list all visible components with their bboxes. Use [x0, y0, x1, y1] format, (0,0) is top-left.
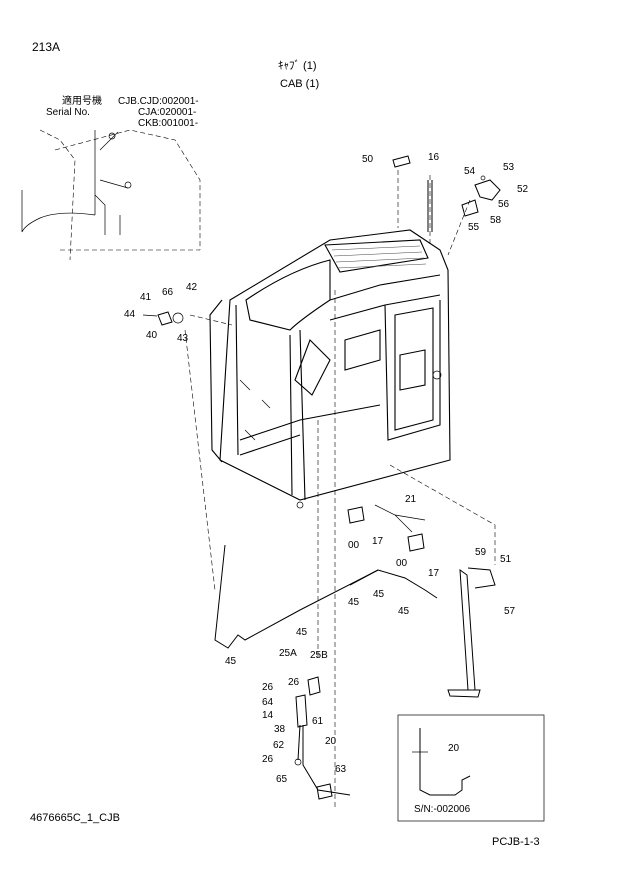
part-number-label: 26 [262, 754, 274, 765]
part-number-label: 17 [372, 536, 384, 547]
location-inset-sketch [21, 129, 201, 261]
part-number-label: 56 [498, 199, 510, 210]
serial-line-3: CKB:001001- [138, 118, 199, 129]
part-number-label: 20 [448, 743, 460, 754]
part-number-label: 16 [428, 152, 440, 163]
part-number-label: 54 [464, 166, 476, 177]
serial-line-1: CJB.CJD:002001- [118, 96, 199, 107]
part-number-label: 38 [274, 724, 286, 735]
serial-label-en: Serial No. [46, 107, 90, 118]
part-number-label: 50 [362, 154, 374, 165]
parts-17-21 [347, 504, 426, 552]
part-number-labels: 50 16 53 54 52 56 58 55 42 66 41 44 40 43 21 00 17 00 17 59… [124, 152, 529, 785]
part-number-label: 45 [348, 597, 360, 608]
part-59-bracket [447, 567, 496, 698]
part-number-label: 53 [503, 162, 515, 173]
parts-upper-right [392, 155, 501, 232]
part-number-label: 66 [162, 287, 174, 298]
part-number-label: 45 [398, 606, 410, 617]
serial-inset-box [397, 714, 545, 822]
part-number-label: 55 [468, 222, 480, 233]
footer-left: 4676665C_1_CJB [30, 812, 120, 824]
part-number-label: 00 [348, 540, 360, 551]
parts-left [142, 311, 184, 326]
part-number-label: 41 [140, 292, 152, 303]
part-number-label: 45 [225, 656, 237, 667]
title-en: CAB (1) [280, 78, 320, 90]
parts-lower [294, 676, 351, 800]
part-number-label: 17 [428, 568, 440, 579]
part-number-label: 62 [273, 740, 285, 751]
inset-serial-label: S/N:-002006 [414, 804, 471, 815]
page-id: 213A [32, 40, 61, 54]
part-number-label: 25B [310, 650, 328, 661]
part-number-label: 20 [325, 736, 337, 747]
part-number-label: 58 [490, 215, 502, 226]
part-number-label: 44 [124, 309, 136, 320]
part-number-label: 61 [312, 716, 324, 727]
part-number-label: 63 [335, 764, 347, 775]
part-number-label: 65 [276, 774, 288, 785]
serial-label-jp: 適用号機 [62, 96, 102, 107]
footer-right: PCJB-1-3 [492, 836, 540, 848]
part-number-label: 59 [475, 547, 487, 558]
part-number-label: 40 [146, 330, 158, 341]
part-number-label: 52 [517, 184, 529, 195]
part-number-label: 45 [296, 627, 308, 638]
part-number-label: 26 [288, 677, 300, 688]
part-number-label: 45 [373, 589, 385, 600]
part-number-label: 51 [500, 554, 512, 565]
title-jp: ｷｬﾌﾞ (1) [278, 60, 317, 72]
part-number-label: 42 [186, 282, 198, 293]
part-number-label: 64 [262, 697, 274, 708]
part-number-label: 00 [396, 558, 408, 569]
part-number-label: 26 [262, 682, 274, 693]
serial-line-2: CJA:020001- [138, 107, 197, 118]
part-number-label: 25A [279, 648, 297, 659]
cab-frame [209, 229, 451, 509]
part-number-label: 14 [262, 710, 274, 721]
part-number-label: 57 [504, 606, 516, 617]
leader-lines [184, 170, 496, 810]
harness-45 [214, 544, 438, 649]
part-number-label: 21 [405, 494, 417, 505]
part-number-label: 43 [177, 333, 189, 344]
